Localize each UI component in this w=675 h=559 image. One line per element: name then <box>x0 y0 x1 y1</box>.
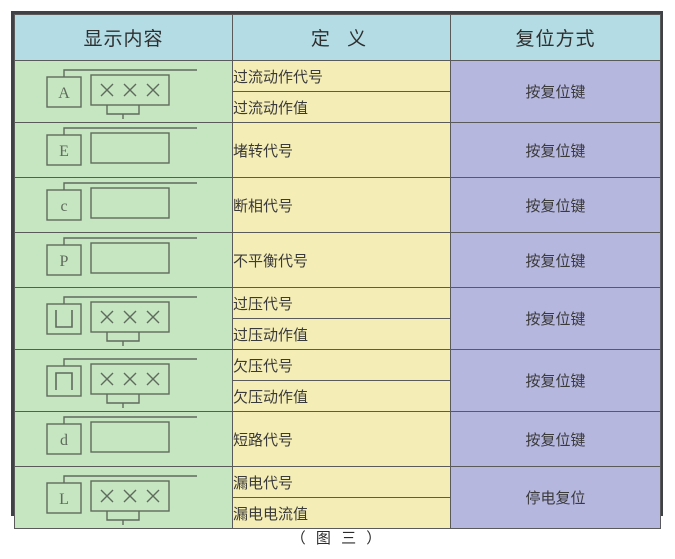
table-row: P 不平衡代号按复位键 <box>14 232 661 288</box>
figure-caption: （ 图 三 ） <box>290 530 385 547</box>
display-content-cell: E <box>14 122 233 178</box>
display-content-cell: d <box>14 411 233 467</box>
display-icon-short-circuit: d <box>29 412 219 466</box>
table-head: 显示内容 定 义 复位方式 <box>14 14 661 61</box>
display-icon-overcurrent: A <box>29 65 219 119</box>
definition-cell: 过压动作值 <box>232 318 451 350</box>
display-content-cell <box>14 287 233 350</box>
reset-method-cell: 按复位键 <box>450 60 661 123</box>
display-content-cell: A <box>14 60 233 123</box>
definition-cell: 短路代号 <box>232 411 451 467</box>
table-subrow: 欠压动作值 <box>15 380 661 412</box>
table-row: 过压代号按复位键 <box>14 287 661 350</box>
display-icon-earth-leakage: L <box>29 471 219 525</box>
display-content-cell <box>14 349 233 412</box>
display-content-cell: L <box>14 466 233 529</box>
header-reset-method: 复位方式 <box>450 14 661 61</box>
svg-text:P: P <box>59 253 68 270</box>
display-icon-overvoltage <box>29 292 219 346</box>
definition-cell: 过压代号 <box>232 287 451 319</box>
definition-cell: 过流动作值 <box>232 91 451 123</box>
display-icon-stall: E <box>29 123 219 177</box>
definition-cell: 漏电电流值 <box>232 497 451 529</box>
display-icon-undervoltage <box>29 354 219 408</box>
svg-text:E: E <box>59 143 69 160</box>
reset-method-cell: 按复位键 <box>450 232 661 288</box>
display-content-cell: c <box>14 177 233 233</box>
reset-method-cell: 按复位键 <box>450 177 661 233</box>
table-row: E 堵转代号按复位键 <box>14 122 661 178</box>
display-content-cell: P <box>14 232 233 288</box>
table-row: A 过流动作代号按复位键 <box>14 60 661 123</box>
display-icon-unbalance: P <box>29 233 219 287</box>
table-subrow: 过压动作值 <box>15 318 661 350</box>
header-display-content: 显示内容 <box>14 14 233 61</box>
definition-cell: 堵转代号 <box>232 122 451 178</box>
table-subrow: 漏电电流值 <box>15 497 661 529</box>
svg-text:L: L <box>59 491 69 508</box>
reset-method-cell: 停电复位 <box>450 466 661 529</box>
svg-text:c: c <box>60 198 67 215</box>
definition-cell: 漏电代号 <box>232 466 451 498</box>
table-row: d 短路代号按复位键 <box>14 411 661 467</box>
definition-cell: 过流动作代号 <box>232 60 451 92</box>
table-row: L 漏电代号停电复位 <box>14 466 661 529</box>
display-icon-phase-loss: c <box>29 178 219 232</box>
table-row: 欠压代号按复位键 <box>14 349 661 412</box>
definition-cell: 断相代号 <box>232 177 451 233</box>
definition-cell: 不平衡代号 <box>232 232 451 288</box>
table-row: c 断相代号按复位键 <box>14 177 661 233</box>
svg-text:d: d <box>60 432 68 449</box>
definition-cell: 欠压动作值 <box>232 380 451 412</box>
reset-method-cell: 按复位键 <box>450 287 661 350</box>
table-header-row: 显示内容 定 义 复位方式 <box>14 14 661 61</box>
svg-text:A: A <box>58 85 70 102</box>
definition-cell: 欠压代号 <box>232 349 451 381</box>
reset-method-cell: 按复位键 <box>450 349 661 412</box>
header-definition: 定 义 <box>232 14 451 61</box>
reset-method-cell: 按复位键 <box>450 122 661 178</box>
reset-method-cell: 按复位键 <box>450 411 661 467</box>
table-subrow: 过流动作值 <box>15 91 661 123</box>
